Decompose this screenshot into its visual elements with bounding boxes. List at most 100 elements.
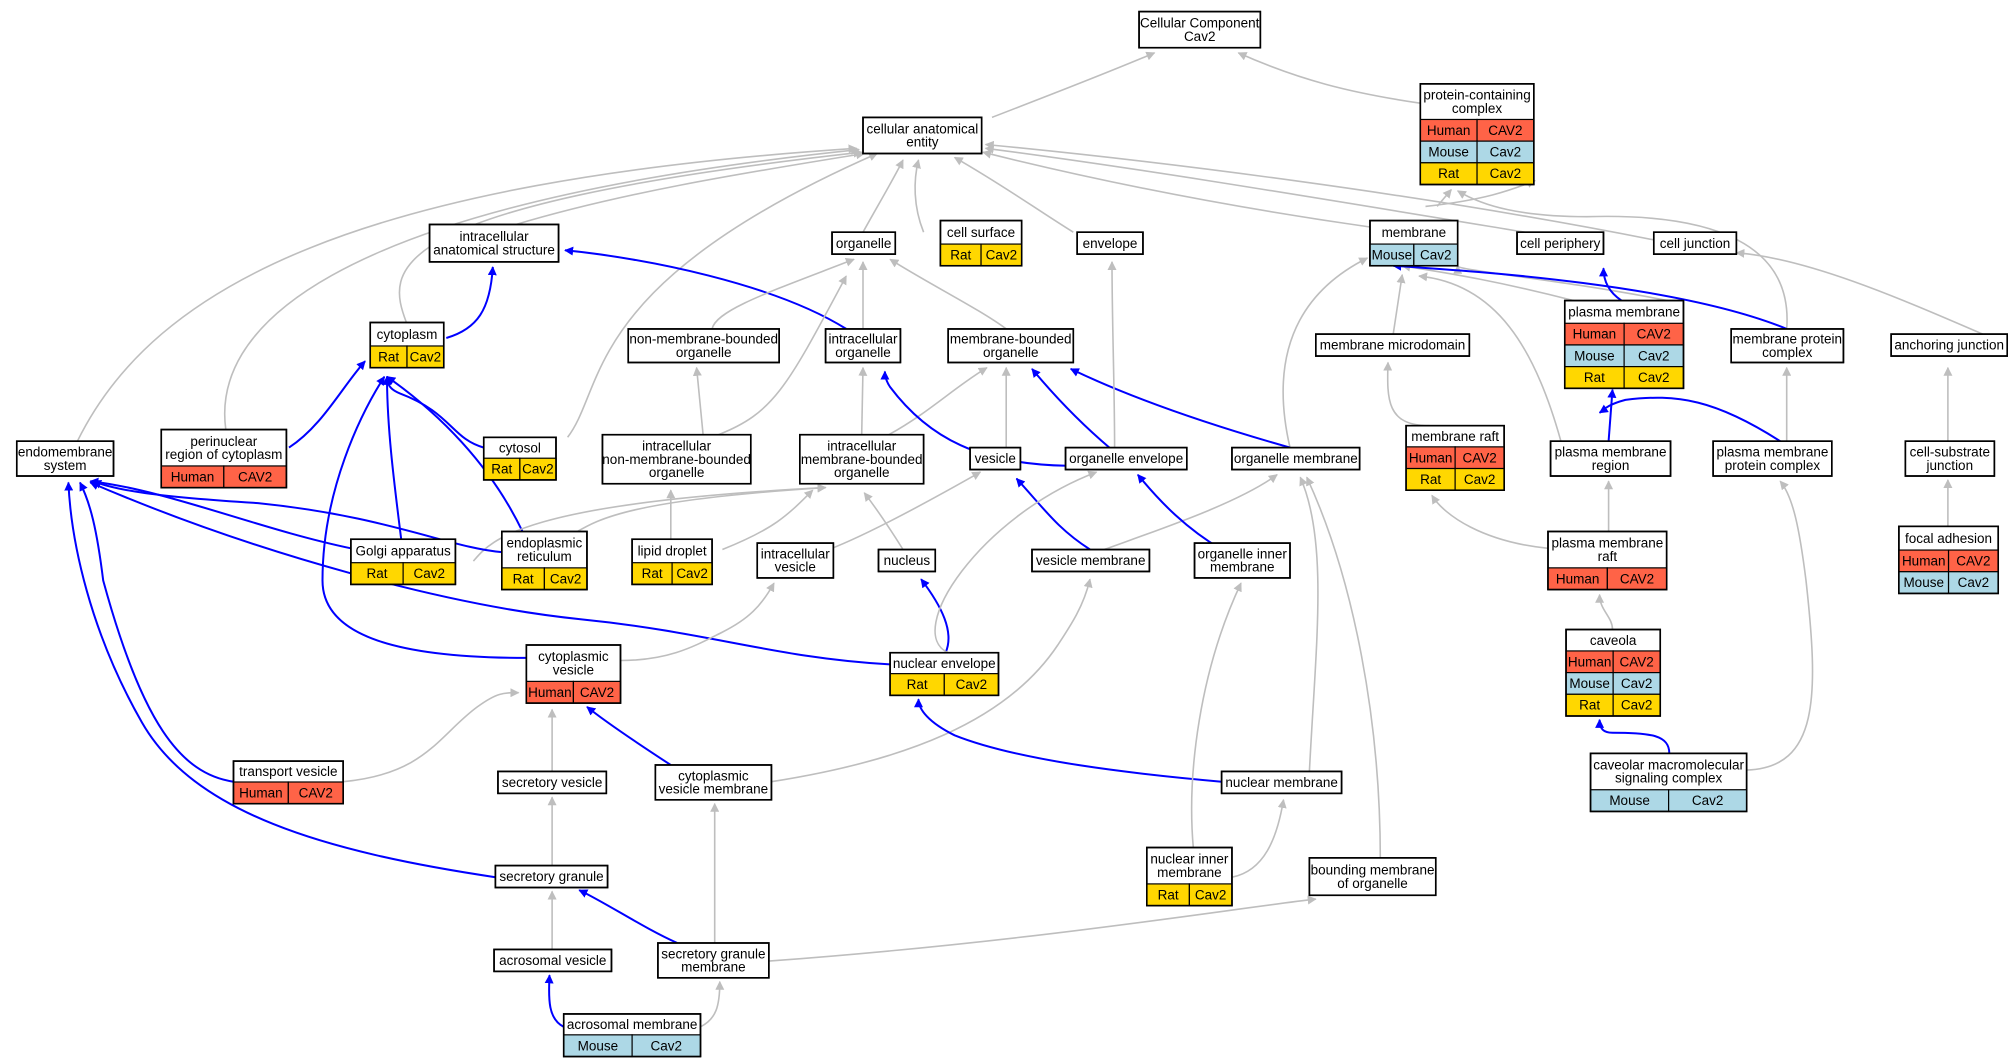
is-a-edge [620, 582, 775, 662]
part-of-edge [586, 706, 672, 766]
node-label: Golgi apparatus [355, 544, 451, 559]
part-of-edge [920, 578, 950, 654]
node-border [493, 948, 613, 973]
node-border [1549, 440, 1672, 477]
node-label: cytosol [499, 440, 541, 455]
node-label: cytoplasm [377, 327, 438, 342]
node-label: intracellular [642, 439, 712, 454]
node-label: cytoplasmic [678, 768, 749, 783]
part-of-edge [382, 375, 485, 449]
gene-label: Cav2 [676, 566, 708, 581]
node-label: plasma membrane [1551, 536, 1663, 551]
node-label: junction [1926, 458, 1974, 473]
node-membrane-microdomain[interactable]: membrane microdomain [1315, 333, 1471, 357]
is-a-edge [1383, 361, 1430, 427]
gene-label: CAV2 [238, 469, 272, 484]
node-label: cellular anatomical [866, 121, 978, 136]
node-organelle-membrane[interactable]: organelle membrane [1231, 446, 1361, 471]
node-vesicle-membrane[interactable]: vesicle membrane [1031, 548, 1151, 573]
species-label: Mouse [1574, 348, 1615, 363]
node-label: membrane microdomain [1320, 338, 1466, 353]
node-label: secretory granule [499, 869, 603, 884]
node-ic-nmbo[interactable]: intracellularnon-membrane-boundedorganel… [601, 433, 752, 485]
part-of-edge [1392, 261, 1788, 330]
is-a-edge [1107, 261, 1117, 448]
node-label: acrosomal vesicle [499, 953, 606, 968]
species-label: Mouse [1428, 145, 1469, 160]
node-label: cytoplasmic [538, 649, 609, 664]
node-organelle-envelope[interactable]: organelle envelope [1064, 446, 1188, 471]
node-label: secretory granule [661, 946, 765, 961]
node-border [798, 433, 925, 485]
node-label: cell periphery [1520, 236, 1601, 251]
node-border [947, 328, 1075, 364]
is-a-edge [700, 980, 725, 1028]
node-label: non-membrane-bounded [629, 332, 778, 347]
gene-label: Cav2 [413, 566, 445, 581]
species-label: Human [239, 785, 283, 800]
node-acrosomal-vesicle[interactable]: acrosomal vesicle [493, 948, 613, 973]
node-label: signaling complex [1615, 771, 1723, 786]
node-label: organelle [835, 345, 891, 360]
node-label: envelope [1083, 236, 1138, 251]
node-organelle[interactable]: organelle [831, 231, 897, 255]
node-border [1315, 333, 1471, 357]
gene-label: Cav2 [1621, 698, 1653, 713]
node-label: membrane-bounded [801, 452, 923, 467]
node-anchoring-junction[interactable]: anchoring junction [1890, 333, 2008, 357]
node-border [756, 542, 835, 579]
node-nucleus[interactable]: nucleus [877, 548, 937, 573]
is-a-edge [1190, 582, 1242, 848]
is-a-edge [1456, 190, 1788, 329]
node-secretory-vesicle[interactable]: secretory vesicle [497, 770, 608, 795]
node-secretory-granule[interactable]: secretory granule [494, 864, 609, 889]
node-cell-junction[interactable]: cell junction [1652, 231, 1738, 255]
node-cell-periphery[interactable]: cell periphery [1516, 231, 1605, 255]
node-border [428, 223, 560, 263]
node-envelope[interactable]: envelope [1076, 231, 1144, 255]
part-of-edge [1015, 477, 1091, 551]
node-nuclear-membrane[interactable]: nuclear membrane [1220, 770, 1343, 795]
is-a-edge [862, 159, 904, 233]
part-of-edge [1607, 388, 1617, 442]
node-label: nuclear envelope [893, 656, 996, 671]
node-vesicle[interactable]: vesicle [969, 446, 1022, 471]
